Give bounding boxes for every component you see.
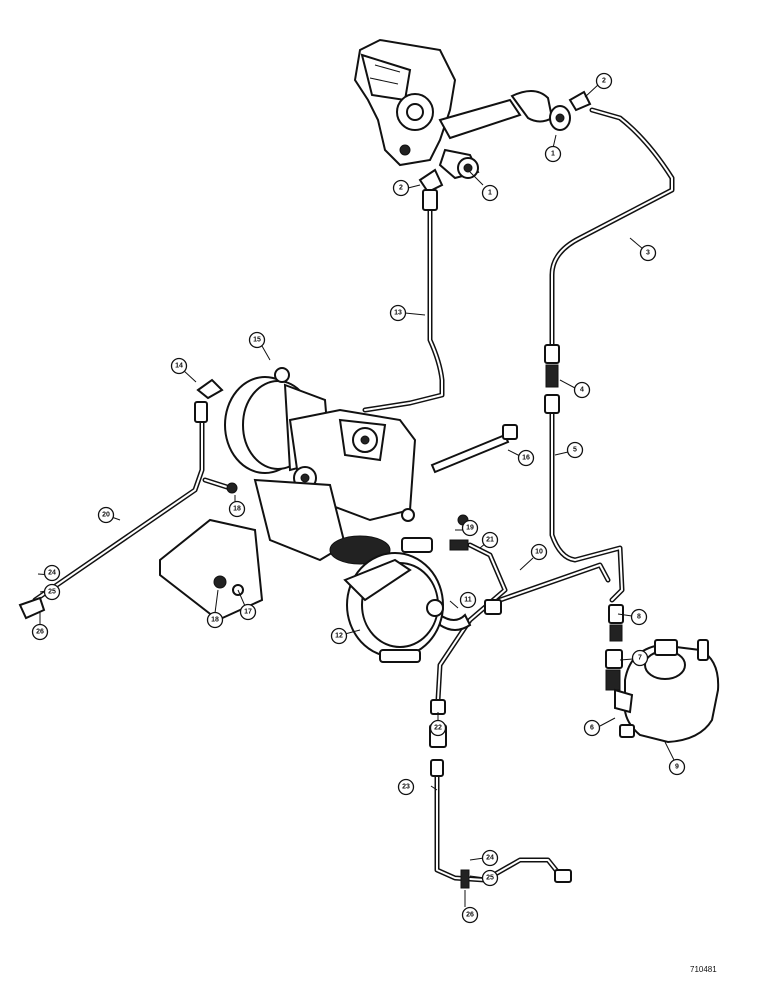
svg-text:23: 23 [402, 784, 410, 791]
svg-text:7: 7 [638, 655, 642, 662]
callouts: 1 1 2 2 3 4 5 6 7 8 9 10 11 12 13 14 15 … [31, 72, 686, 924]
svg-text:18: 18 [211, 617, 219, 624]
svg-text:26: 26 [36, 629, 44, 636]
callout-17: 17 [239, 603, 257, 621]
callout-2b: 2 [392, 179, 410, 197]
callout-13: 13 [389, 304, 407, 322]
svg-text:24: 24 [48, 570, 56, 577]
brake-assembly [159, 367, 518, 663]
callout-25a: 25 [43, 583, 61, 601]
svg-text:25: 25 [486, 875, 494, 882]
callout-11: 11 [459, 591, 477, 609]
callout-1a: 1 [481, 184, 499, 202]
svg-text:4: 4 [580, 387, 584, 394]
callout-26a: 26 [31, 623, 49, 641]
callout-24b: 24 [481, 849, 499, 867]
svg-text:1: 1 [488, 190, 492, 197]
callout-10: 10 [530, 543, 548, 561]
svg-text:13: 13 [394, 310, 402, 317]
callout-12: 12 [330, 627, 348, 645]
callout-4: 4 [573, 381, 591, 399]
svg-text:1: 1 [551, 151, 555, 158]
callout-16: 16 [517, 449, 535, 467]
svg-text:25: 25 [48, 589, 56, 596]
svg-text:16: 16 [522, 455, 530, 462]
callout-22: 22 [429, 719, 447, 737]
svg-text:12: 12 [335, 633, 343, 640]
svg-text:6: 6 [590, 725, 594, 732]
svg-text:14: 14 [175, 363, 183, 370]
svg-text:11: 11 [464, 597, 472, 604]
callout-18b: 18 [228, 500, 246, 518]
svg-text:8: 8 [637, 614, 641, 621]
callout-3: 3 [639, 244, 657, 262]
callout-26b: 26 [461, 906, 479, 924]
svg-text:15: 15 [253, 337, 261, 344]
svg-text:9: 9 [675, 764, 679, 771]
callout-23: 23 [397, 778, 415, 796]
relay-valve [614, 639, 720, 744]
callout-14: 14 [170, 357, 188, 375]
svg-text:20: 20 [102, 512, 110, 519]
callout-15: 15 [248, 331, 266, 349]
callout-20: 20 [97, 506, 115, 524]
svg-text:19: 19 [466, 525, 474, 532]
svg-text:5: 5 [573, 447, 577, 454]
callout-24a: 24 [43, 564, 61, 582]
drawing-number: 710481 [690, 965, 717, 974]
callout-18a: 18 [206, 611, 224, 629]
svg-text:24: 24 [486, 855, 494, 862]
air-compressor [353, 38, 592, 194]
fittings [18, 189, 624, 889]
callout-5: 5 [566, 441, 584, 459]
callout-25b: 25 [481, 869, 499, 887]
callout-6: 6 [583, 719, 601, 737]
svg-text:2: 2 [399, 185, 403, 192]
callout-19: 19 [461, 519, 479, 537]
svg-text:18: 18 [233, 506, 241, 513]
callout-2a: 2 [595, 72, 613, 90]
svg-text:2: 2 [602, 78, 606, 85]
svg-text:17: 17 [244, 609, 252, 616]
svg-text:22: 22 [434, 725, 442, 732]
svg-text:21: 21 [486, 537, 494, 544]
callout-21: 21 [481, 531, 499, 549]
callout-1b: 1 [544, 145, 562, 163]
svg-text:3: 3 [646, 250, 650, 257]
callout-7: 7 [631, 649, 649, 667]
svg-text:10: 10 [535, 549, 543, 556]
callout-9: 9 [668, 758, 686, 776]
callout-8: 8 [630, 608, 648, 626]
svg-text:26: 26 [466, 912, 474, 919]
